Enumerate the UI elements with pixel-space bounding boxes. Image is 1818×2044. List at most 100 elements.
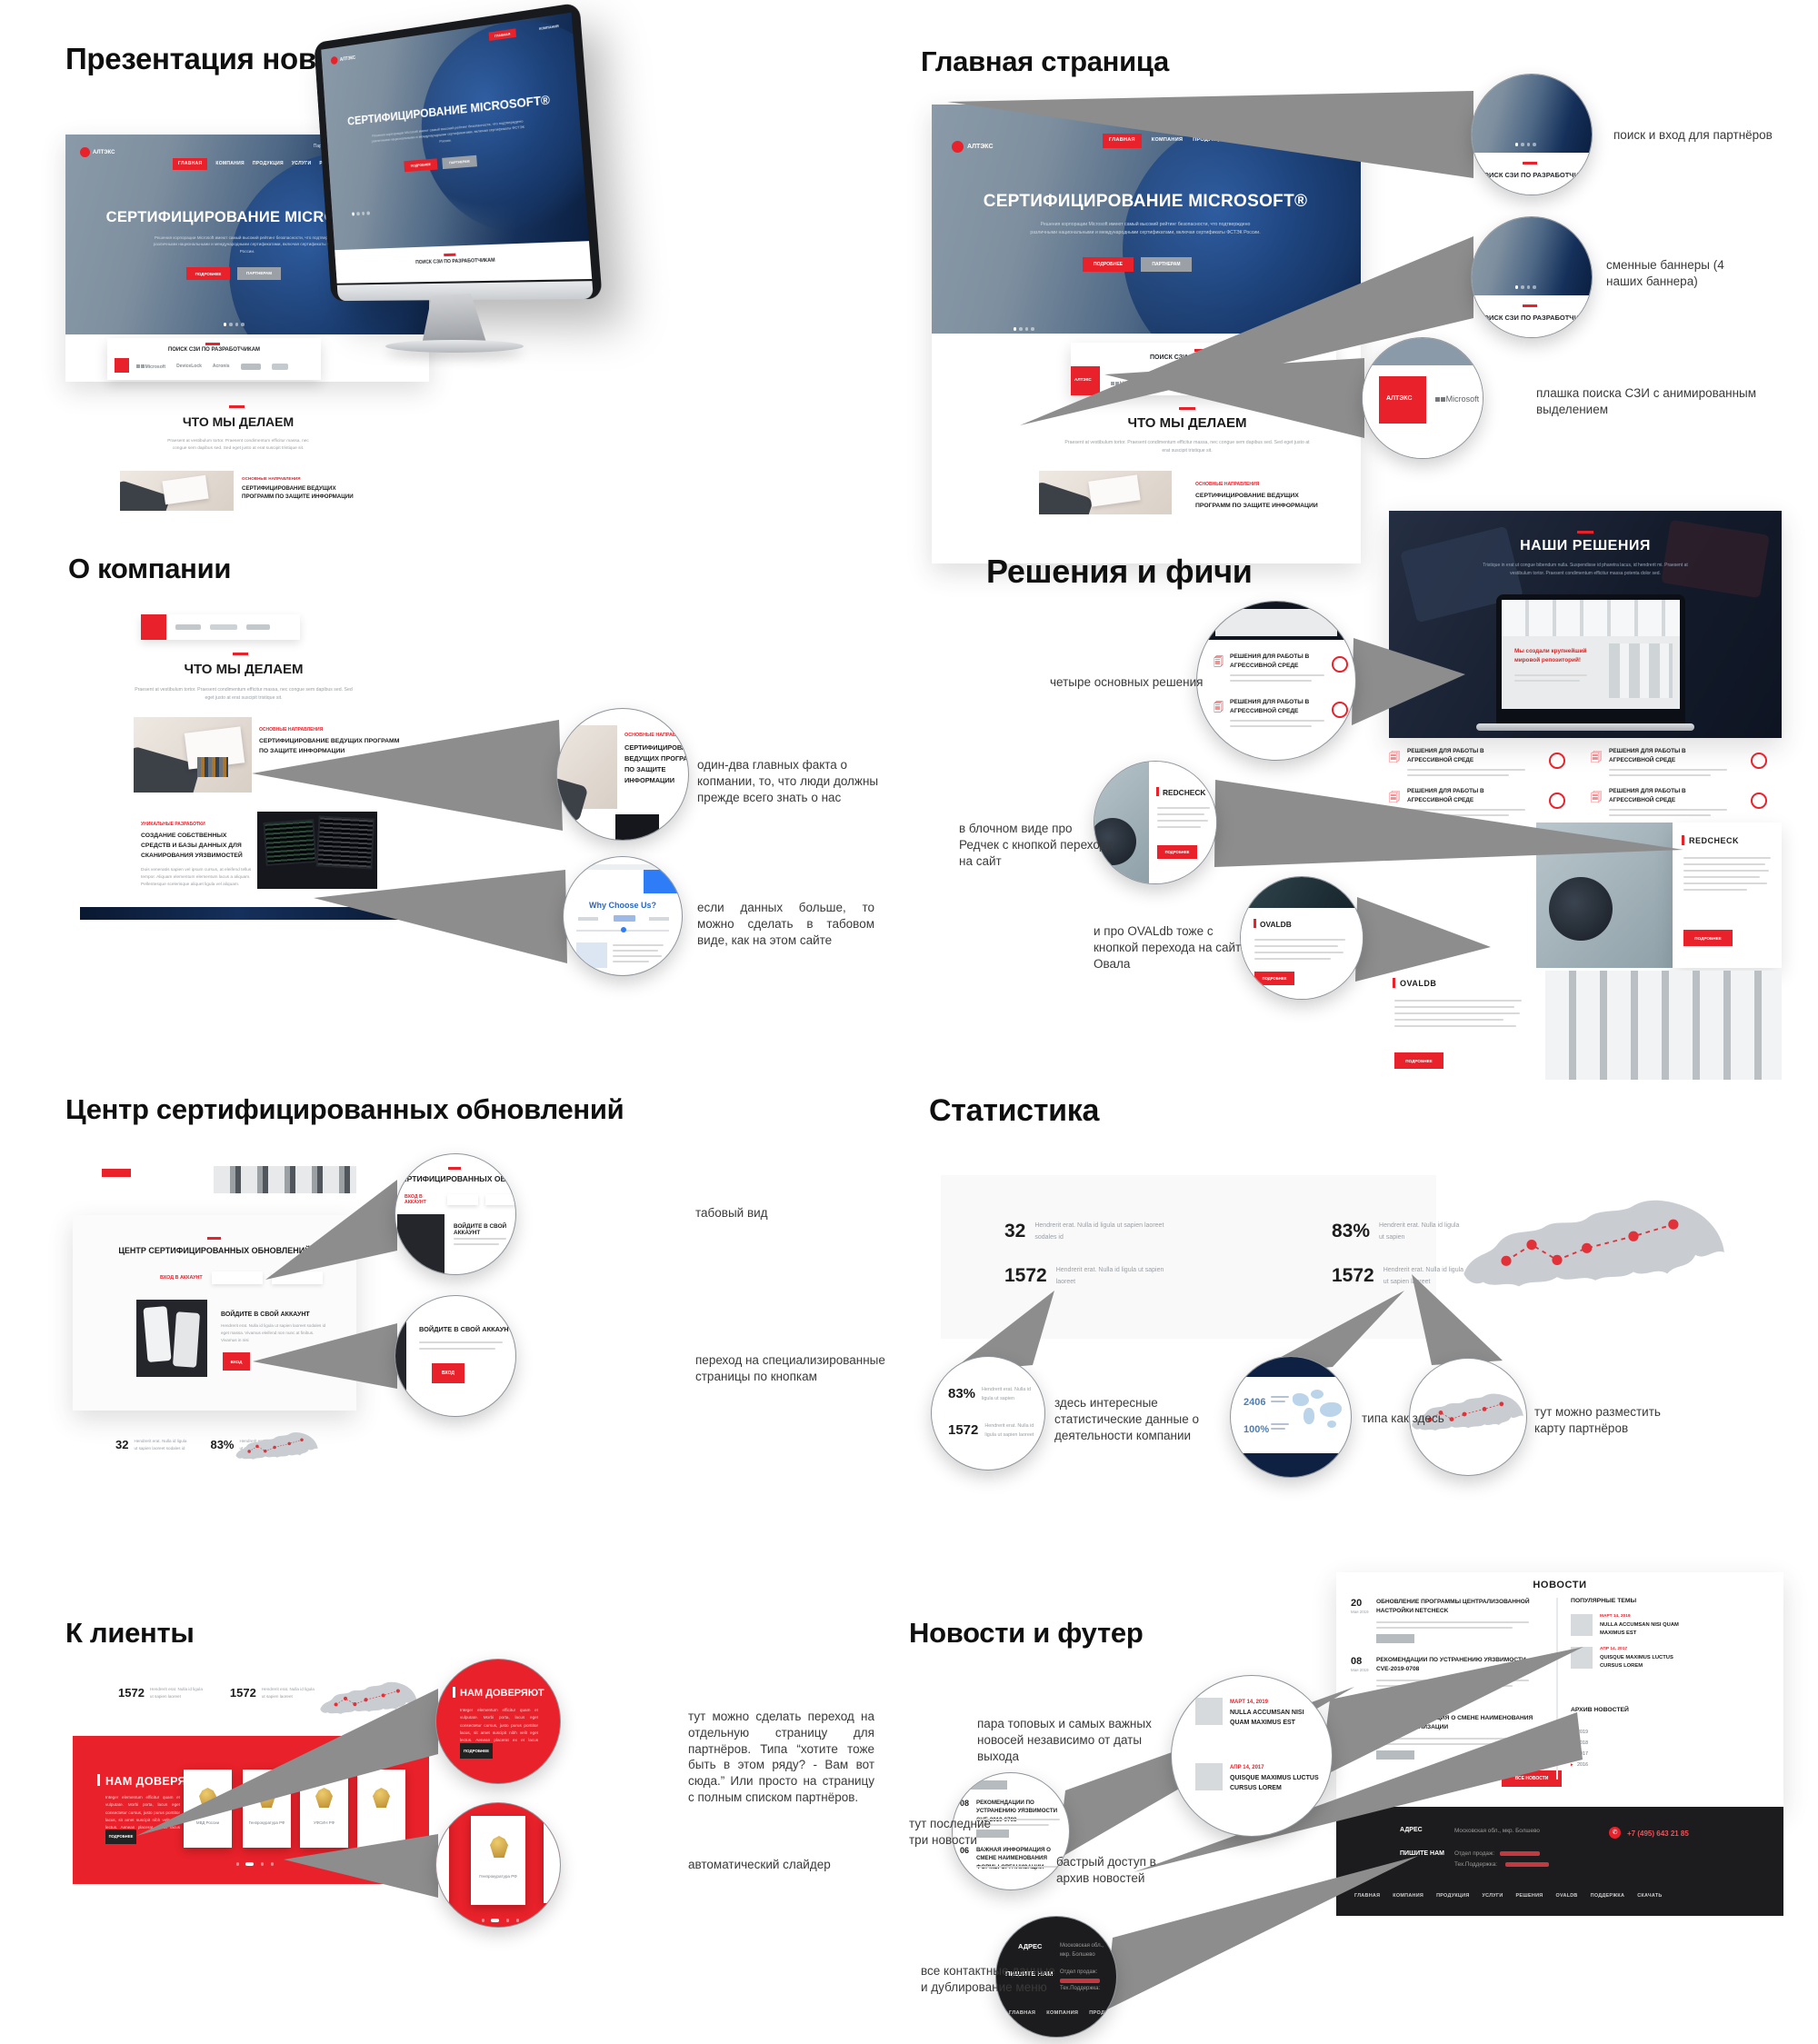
nav-item-active[interactable]: ГЛАВНАЯ bbox=[1103, 134, 1142, 148]
logo-microsoft[interactable]: Microsoft bbox=[145, 364, 166, 370]
redcheck-photo bbox=[1536, 823, 1673, 968]
stat-number: 1572 bbox=[118, 1686, 145, 1700]
tab-label[interactable] bbox=[578, 917, 598, 921]
callout-circle-slider: Генпрокуратура РФ bbox=[436, 1803, 560, 1927]
trust-more-button[interactable]: ПОДРОБНЕЕ bbox=[105, 1830, 136, 1844]
footer-menu-item[interactable]: ПРОДУКЦИЯ bbox=[1436, 1893, 1470, 1899]
nav-item[interactable]: КОМПАНИЯ bbox=[215, 161, 245, 166]
feature-photo bbox=[120, 471, 234, 511]
carousel-dots[interactable] bbox=[350, 205, 371, 223]
nav-item[interactable]: РЕШЕНИЯ bbox=[1267, 137, 1296, 143]
nav-item[interactable]: ПРОДУКЦИЯ bbox=[1193, 137, 1227, 143]
annotation-footer: все контактные данные и дублирование мен… bbox=[921, 1964, 1055, 1994]
red-dash bbox=[444, 253, 456, 256]
russia-map bbox=[235, 1431, 318, 1461]
site-logo[interactable]: АЛТЭКС bbox=[952, 141, 994, 153]
news-more-button[interactable] bbox=[1376, 1634, 1414, 1643]
redcheck-site-button[interactable]: ПОДРОБНЕЕ bbox=[1683, 930, 1733, 946]
about-photo-2 bbox=[257, 812, 377, 889]
topic-title[interactable]: QUISQUE MAXIMUS LUCTUS CURSUS LOREM bbox=[1600, 1655, 1673, 1669]
footer-support-email[interactable] bbox=[1505, 1862, 1549, 1867]
monitor bbox=[263, 819, 317, 866]
ovaldb-photo bbox=[1545, 971, 1782, 1080]
divider bbox=[1556, 1598, 1558, 1780]
nav-item[interactable]: УСЛУГИ bbox=[291, 161, 312, 166]
hero-secondary-button[interactable]: ПАРТНЕРАМ bbox=[237, 267, 281, 280]
archive-year[interactable]: ▸ 2016 bbox=[1571, 1762, 1588, 1768]
solution-card[interactable]: 🗐 РЕШЕНИЯ ДЛЯ РАБОТЫ В АГРЕССИВНОЙ СРЕДЕ bbox=[1389, 747, 1576, 776]
carousel-dots[interactable] bbox=[222, 316, 245, 333]
carousel-dots bbox=[480, 1912, 521, 1927]
footer-menu-item[interactable]: КОМПАНИЯ bbox=[1393, 1893, 1424, 1899]
tab-active[interactable]: ВХОД В АККАУНТ bbox=[160, 1275, 203, 1281]
login-text: Hendrerit erat. Nulla id ligula ut sapie… bbox=[221, 1323, 326, 1342]
nav-item[interactable]: ПРОДУКЦИЯ bbox=[252, 161, 284, 166]
login-button: ВХОД bbox=[432, 1363, 464, 1383]
client-card[interactable]: Генпрокуратура РФ bbox=[243, 1770, 291, 1848]
emblem-icon bbox=[490, 1836, 508, 1858]
solution-card[interactable]: 🗐 РЕШЕНИЯ ДЛЯ РАБОТЫ В АГРЕССИВНОЙ СРЕДЕ bbox=[1389, 787, 1576, 816]
news-item[interactable]: 08 Мая 2019 РЕКОМЕНДАЦИИ ПО УСТРАНЕНИЮ У… bbox=[1351, 1656, 1542, 1701]
phone-icon: ✆ bbox=[1609, 1827, 1621, 1839]
altex-logo-tile[interactable] bbox=[115, 358, 129, 373]
news-more-button[interactable] bbox=[1376, 1692, 1414, 1701]
footer-phone[interactable]: +7 (495) 643 21 85 bbox=[1627, 1830, 1689, 1838]
client-card[interactable]: УФСИН РФ bbox=[300, 1770, 348, 1848]
partners-login-link[interactable]: Партнерам | Вход bbox=[1212, 112, 1254, 117]
footer-menu-item[interactable]: УСЛУГИ bbox=[1482, 1893, 1503, 1899]
annotation-top-news: пара топовых и самых важных новосей неза… bbox=[977, 1717, 1152, 1763]
nav-item[interactable]: КОМПАНИЯ bbox=[1151, 137, 1184, 143]
topic-title[interactable]: NULLA ACCUMSAN NISI QUAM MAXIMUS EST bbox=[1600, 1622, 1679, 1636]
login-button[interactable]: ВХОД bbox=[223, 1352, 250, 1371]
topic-date: АПР 14, 2017 bbox=[1230, 1765, 1264, 1770]
logo-microsoft[interactable]: Microsoft bbox=[1119, 381, 1144, 387]
card-title: РЕШЕНИЯ ДЛЯ РАБОТЫ В АГРЕССИВНОЙ СРЕДЕ bbox=[1609, 748, 1686, 763]
tab-active: ВХОД В АККАУНТ bbox=[405, 1194, 426, 1205]
annotation-stat-data: здесь интересные статистические данные о… bbox=[1054, 1396, 1199, 1442]
navy-band bbox=[1231, 1453, 1351, 1477]
footer-menu-item[interactable]: OVALDB bbox=[1555, 1893, 1578, 1899]
client-card[interactable] bbox=[357, 1770, 405, 1848]
client-name: Генпрокуратура РФ bbox=[479, 1874, 517, 1879]
what-we-do-title: ЧТО МЫ ДЕЛАЕМ bbox=[184, 662, 304, 677]
footer-menu-item[interactable]: ПОДДЕРЖКА bbox=[1590, 1893, 1625, 1899]
logo-devicelock[interactable]: DeviceLock bbox=[176, 364, 202, 369]
tab[interactable] bbox=[211, 1271, 263, 1284]
news-more-button[interactable] bbox=[1376, 1750, 1414, 1760]
nav-item[interactable]: OVALDB bbox=[1305, 137, 1328, 143]
footer-menu-item[interactable]: СКАЧАТЬ bbox=[1637, 1893, 1663, 1899]
nav-item-active[interactable]: ГЛАВНАЯ bbox=[173, 158, 208, 170]
footer-menu-item[interactable]: РЕШЕНИЯ bbox=[1515, 1893, 1543, 1899]
tab-label-active[interactable] bbox=[614, 915, 635, 922]
annotation-partners-page: тут можно сделать переход на отдельную с… bbox=[688, 1710, 874, 1805]
annotation-search-login: поиск и вход для партнёров bbox=[1613, 128, 1773, 142]
logo-devicelock[interactable]: DeviceLock bbox=[1158, 381, 1189, 387]
all-news-button[interactable]: ВСЕ НОВОСТИ bbox=[1502, 1770, 1562, 1787]
footer-sales-email[interactable] bbox=[1500, 1851, 1540, 1856]
ovaldb-title: OVALDB bbox=[1260, 920, 1292, 929]
nav-item[interactable]: ПОДДЕРЖКА bbox=[1337, 137, 1361, 143]
logo-text: АЛТЭКС bbox=[967, 144, 994, 150]
carousel-dots[interactable] bbox=[1012, 321, 1035, 334]
updates-tabs: ВХОД В АККАУНТ bbox=[405, 1194, 515, 1205]
topic-title: QUISQUE MAXIMUS LUCTUS CURSUS LOREM bbox=[1230, 1775, 1319, 1791]
client-card[interactable]: МВД России bbox=[184, 1770, 232, 1848]
site-logo[interactable]: АЛТЭКС bbox=[80, 147, 115, 157]
hero-primary-button[interactable]: ПОДРОБНЕЕ bbox=[1083, 257, 1134, 272]
news-item[interactable]: 20 Мая 2019 ОБНОВЛЕНИЕ ПРОГРАММЫ ЦЕНТРАЛ… bbox=[1351, 1598, 1542, 1643]
solution-card[interactable]: 🗐 РЕШЕНИЯ ДЛЯ РАБОТЫ В АГРЕССИВНОЙ СРЕДЕ bbox=[1591, 747, 1778, 776]
news-item[interactable]: 06 Мая 2019 ВАЖНАЯ ИНФОРМАЦИЯ О СМЕНЕ НА… bbox=[1351, 1714, 1542, 1760]
tab-label[interactable] bbox=[649, 917, 669, 921]
nav-item[interactable]: УСЛУГИ bbox=[1236, 137, 1258, 143]
tab[interactable] bbox=[271, 1271, 323, 1284]
carousel-dots[interactable] bbox=[235, 1856, 275, 1872]
logo-acronis[interactable]: Acronis bbox=[212, 364, 230, 369]
solution-card[interactable]: 🗐 РЕШЕНИЯ ДЛЯ РАБОТЫ В АГРЕССИВНОЙ СРЕДЕ bbox=[1591, 787, 1778, 816]
search-input[interactable]: ⌕ bbox=[1263, 109, 1343, 121]
ovaldb-site-button[interactable]: ПОДРОБНЕЕ bbox=[1394, 1052, 1443, 1069]
hero-secondary-button[interactable]: ПАРТНЕРАМ bbox=[1141, 257, 1192, 272]
altex-logo-tile[interactable]: АЛТЭКС bbox=[1071, 366, 1100, 395]
footer-menu-item[interactable]: ГЛАВНАЯ bbox=[1354, 1893, 1381, 1899]
logo-acronis[interactable]: Acronis bbox=[1243, 381, 1264, 387]
hero-primary-button[interactable]: ПОДРОБНЕЕ bbox=[186, 267, 230, 280]
